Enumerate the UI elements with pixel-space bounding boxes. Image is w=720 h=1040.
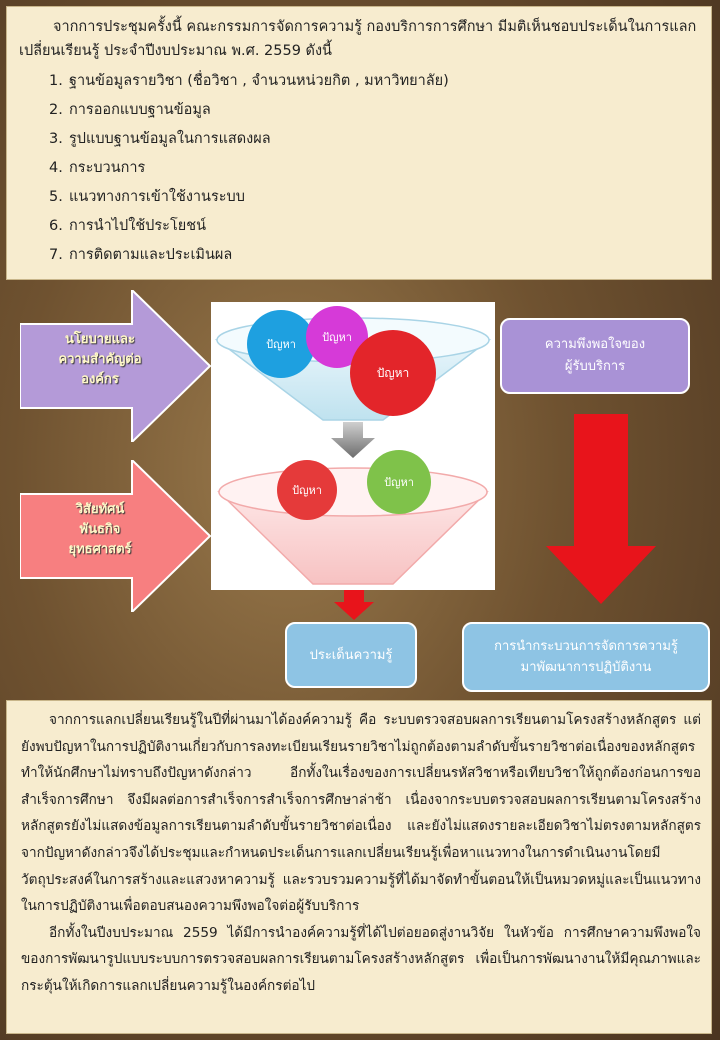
list-item: 6. การนำไปใช้ประโยชน์ (49, 212, 699, 241)
item-text: รูปแบบฐานข้อมูลในการแสดงผล (69, 131, 271, 147)
pink-arrow-shape (20, 460, 212, 612)
problem-circle-red: ปัญหา (277, 460, 337, 520)
lessons-learned-box: จากการแลกเปลี่ยนเรียนรู้ในปีที่ผ่านมาได้… (6, 700, 712, 1034)
item-number: 3. (49, 131, 63, 147)
problem-circle-green: ปัญหา (367, 450, 431, 514)
policy-arrow: นโยบายและ ความสำคัญต่อ องค์กร (20, 290, 212, 442)
item-number: 6. (49, 218, 63, 234)
vision-arrow: วิสัยทัศน์ พันธกิจ ยุทธศาสตร์ (20, 460, 212, 612)
item-text: การนำไปใช้ประโยชน์ (69, 218, 206, 234)
list-item: 5. แนวทางการเข้าใช้งานระบบ (49, 183, 699, 212)
item-number: 7. (49, 247, 63, 263)
apply-km-box: การนำกระบวนการจัดการความรู้ มาพัฒนาการปฏ… (462, 622, 710, 692)
list-item: 3. รูปแบบฐานข้อมูลในการแสดงผล (49, 125, 699, 154)
list-item: 7. การติดตามและประเมินผล (49, 241, 699, 270)
policy-label: นโยบายและ ความสำคัญต่อ องค์กร (58, 332, 142, 387)
item-number: 5. (49, 189, 63, 205)
meeting-summary-box: จากการประชุมครั้งนี้ คณะกรรมการจัดการควา… (6, 6, 712, 280)
topic-list: 1. ฐานข้อมูลรายวิชา (ชื่อวิชา , จำนวนหน่ว… (19, 67, 699, 270)
large-red-arrow-icon (546, 414, 656, 604)
paragraph-1: จากการแลกเปลี่ยนเรียนรู้ในปีที่ผ่านมาได้… (21, 712, 701, 915)
purple-arrow-shape (20, 290, 212, 442)
paragraph-2: อีกทั้งในปีงบประมาณ 2559 ได้มีการนำองค์ค… (21, 924, 701, 994)
item-text: ฐานข้อมูลรายวิชา (ชื่อวิชา , จำนวนหน่วยก… (69, 73, 449, 89)
list-item: 4. กระบวนการ (49, 154, 699, 183)
item-text: การติดตามและประเมินผล (69, 247, 233, 263)
down-arrow-icon (331, 422, 375, 458)
problem-circle-blue: ปัญหา (247, 310, 315, 378)
intro-text: จากการประชุมครั้งนี้ คณะกรรมการจัดการควา… (19, 19, 697, 59)
item-number: 1. (49, 73, 63, 89)
item-text: การออกแบบฐานข้อมูล (69, 102, 211, 118)
item-text: แนวทางการเข้าใช้งานระบบ (69, 189, 245, 205)
item-number: 2. (49, 102, 63, 118)
item-number: 4. (49, 160, 63, 176)
problem-circle-red-large: ปัญหา (350, 330, 436, 416)
small-red-arrow-icon (334, 590, 374, 620)
item-text: กระบวนการ (69, 160, 146, 176)
satisfaction-box: ความพึงพอใจของ ผู้รับบริการ (500, 318, 690, 394)
vision-label: วิสัยทัศน์ พันธกิจ ยุทธศาสตร์ (68, 502, 132, 557)
bottom-funnel-rim (218, 467, 488, 517)
knowledge-topic-box: ประเด็นความรู้ (285, 622, 417, 688)
list-item: 2. การออกแบบฐานข้อมูล (49, 96, 699, 125)
list-item: 1. ฐานข้อมูลรายวิชา (ชื่อวิชา , จำนวนหน่ว… (49, 67, 699, 96)
funnel-diagram: ปัญหา ปัญหา ปัญหา ปัญหา ปัญหา (211, 302, 495, 590)
